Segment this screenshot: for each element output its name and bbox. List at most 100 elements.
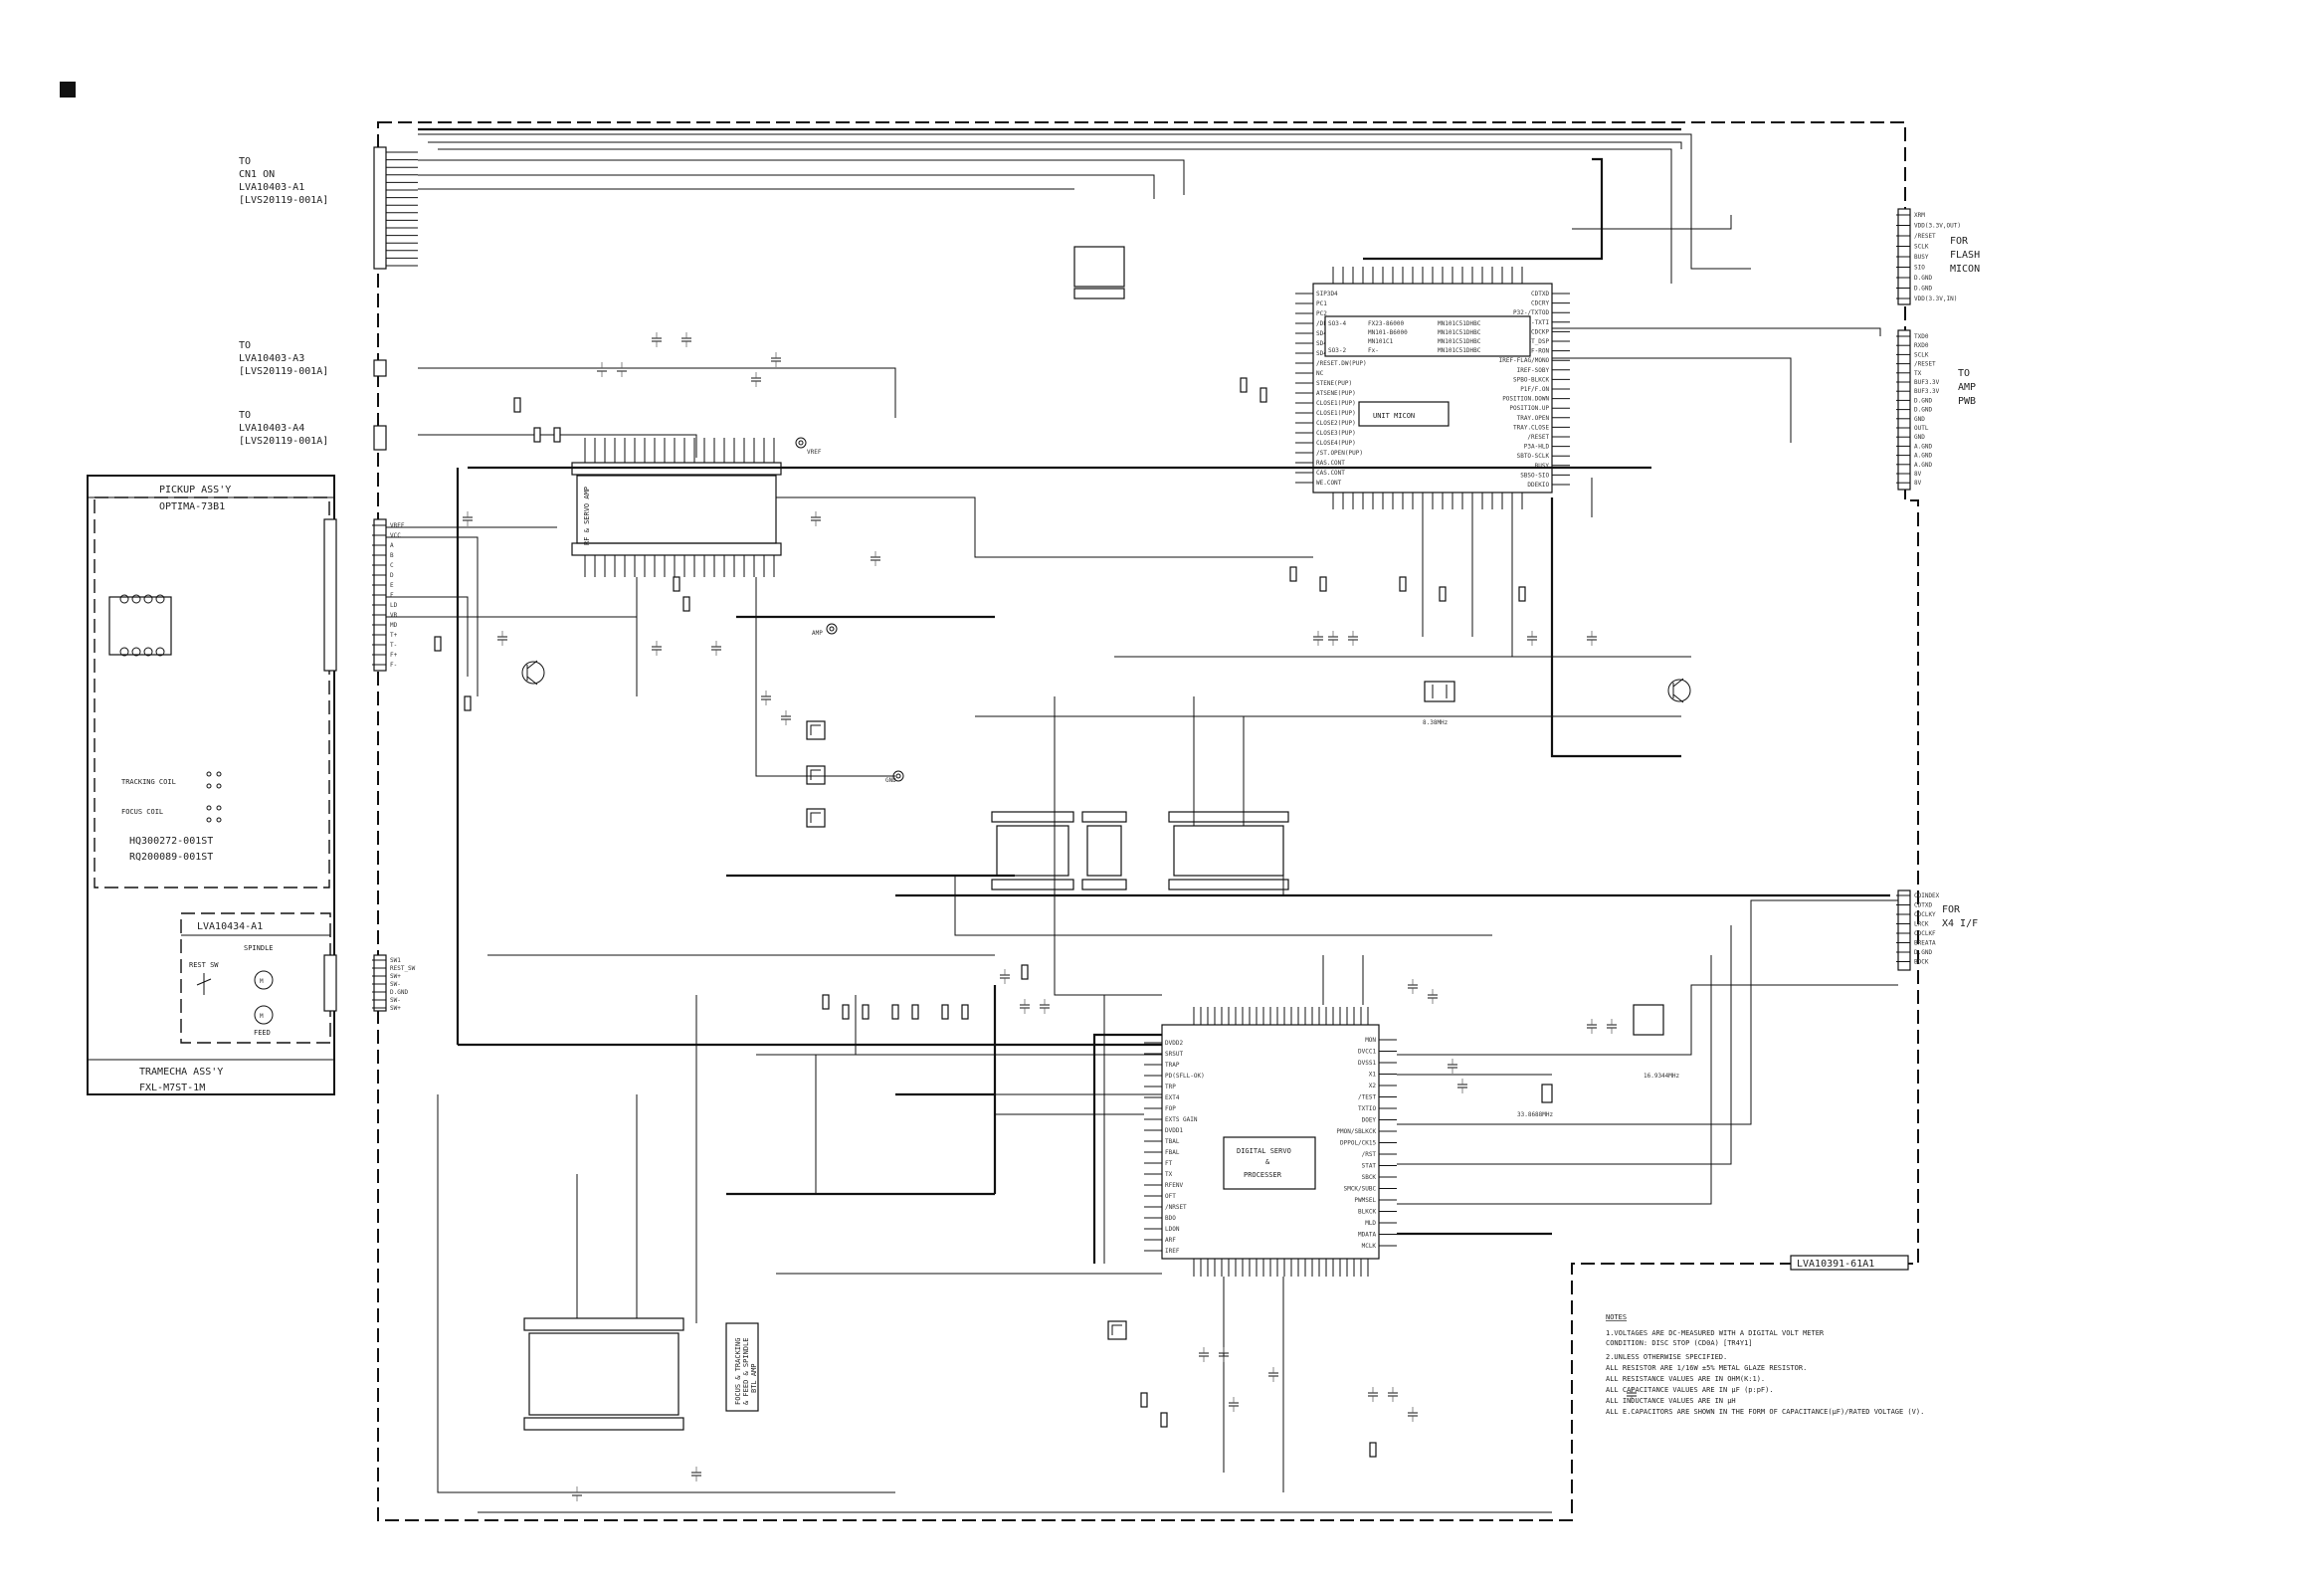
svg-text:1.VOLTAGES ARE DC-MEASURED WIT: 1.VOLTAGES ARE DC-MEASURED WITH A DIGITA… — [1606, 1329, 1825, 1337]
x4-connector-pin: BDCK — [1914, 959, 1929, 966]
pickup-outer-box — [87, 475, 335, 1095]
flash-connector-pin: D.GND — [1914, 275, 1932, 282]
spindle-label: SPINDLE — [244, 944, 274, 952]
x4-connector-pin: BREATA — [1914, 940, 1936, 947]
svg-text:AMP: AMP — [812, 630, 823, 637]
svg-text:GND: GND — [885, 777, 896, 784]
memory-ic-2 — [1081, 811, 1127, 890]
spindle-motor-symbol: M M — [196, 970, 274, 1025]
flash-connector-pin: VDD(3.3V,OUT) — [1914, 223, 1961, 230]
spindle-connector-pin: SW- — [390, 981, 401, 988]
svg-text:TO: TO — [239, 410, 251, 421]
micon-right-pin: CDTXD — [1531, 291, 1549, 297]
testpoint-vref: VREF — [795, 437, 822, 456]
dsp-right-pin: SMCK/SUBC — [1344, 1186, 1377, 1193]
svg-text:FLASH: FLASH — [1950, 250, 1980, 261]
connector-a4 — [373, 425, 387, 451]
svg-text:NOTES: NOTES — [1606, 1313, 1627, 1321]
svg-text:AMP: AMP — [1958, 382, 1976, 393]
crystal-x3: 33.8688MHz — [1517, 1084, 1554, 1118]
pickup-connector-pin: T+ — [390, 632, 398, 639]
spindle-connector-pin: REST_SW — [390, 965, 416, 972]
svg-text:M: M — [260, 1013, 264, 1020]
micon-right-pin: POSITION.DOWN — [1502, 396, 1549, 403]
dsp-left-pin: RFENV — [1165, 1182, 1183, 1189]
svg-text:ALL E.CAPACITORS ARE SHOWN IN: ALL E.CAPACITORS ARE SHOWN IN THE FORM O… — [1606, 1408, 1924, 1416]
micon-left-pin: NC — [1316, 370, 1324, 377]
dsp-right-pin: MCLK — [1362, 1243, 1377, 1250]
micon-right-pin: POSITION.UP — [1509, 405, 1549, 412]
notes-block: NOTES 1.VOLTAGES ARE DC-MEASURED WITH A … — [1606, 1313, 1924, 1416]
micon-left-pin: PC2 — [1316, 310, 1327, 317]
connector-a3 — [373, 359, 387, 377]
amp-connector-pin: TX — [1914, 370, 1922, 377]
amp-connector-pin: D.GND — [1914, 407, 1932, 414]
svg-text:UNIT MICON: UNIT MICON — [1373, 412, 1415, 420]
micon-table-cell: SO3-2 — [1328, 347, 1346, 354]
laser-unit — [108, 594, 172, 657]
flash-connector-pin: SIO — [1914, 265, 1925, 272]
svg-text:2.UNLESS OTHERWISE SPECIFIED.: 2.UNLESS OTHERWISE SPECIFIED. — [1606, 1353, 1727, 1361]
micon-right-pin: P3A-HLD — [1524, 444, 1550, 451]
dsp-right-pin: TXTIO — [1358, 1105, 1376, 1112]
svg-text:CN1 ON: CN1 ON — [239, 169, 275, 180]
dsp-left-pin: TRP — [1165, 1084, 1176, 1090]
svg-text:LVA10403-A1: LVA10403-A1 — [239, 182, 304, 193]
svg-text:M: M — [260, 978, 264, 985]
dsp-right-pin: PMON/SBLKCK — [1336, 1128, 1376, 1135]
connector-flash: XRMVDD(3.3V,OUT)/RESETSCLKBUSYSIOD.GNDD.… — [1896, 208, 1961, 305]
label-to-a3: TO LVA10403-A3 [LVS20119-001A] — [239, 340, 328, 377]
memory-ic-3 — [1168, 811, 1289, 890]
testpoint-gnd: GND — [885, 770, 904, 784]
spindle-connector-pin: D.GND — [390, 989, 408, 996]
dsp-right-pin: DOEY — [1362, 1117, 1377, 1124]
micon-left-pin: PC1 — [1316, 300, 1327, 307]
svg-text:TO: TO — [239, 156, 251, 167]
memory-ic-1 — [991, 811, 1074, 890]
connector-x4: CDINDEXCDTXDCDCLKYLRCKCDCLKFBREATAD.GNDB… — [1896, 889, 1940, 971]
dsp-left-pin: PD(SFLL-OK) — [1165, 1073, 1205, 1080]
dsp-left-pin: SRSUT — [1165, 1051, 1183, 1058]
unit-micon-ic: SIP3D4PC1PC2/DL.MUTESD40SD42SD44/RESET.D… — [1295, 267, 1570, 509]
tramecha-model: FXL-M7ST-1M — [139, 1083, 205, 1093]
dsp-left-pin: FBAL — [1165, 1149, 1180, 1156]
label-for-flash: FOR FLASH MICON — [1950, 236, 1980, 275]
micon-right-pin: IREF-RON — [1520, 348, 1549, 355]
tramecha-label: TRAMECHA ASS'Y — [139, 1067, 223, 1078]
spindle-connector-pin: SW+ — [390, 1005, 401, 1012]
amp-connector-pin: TXD0 — [1914, 333, 1929, 340]
micon-left-pin: SIP3D4 — [1316, 291, 1338, 297]
micon-right-pin: BUSY — [1535, 463, 1550, 470]
pickup-connector-pin: VR — [390, 612, 398, 619]
svg-text:ALL INDUCTANCE VALUES ARE IN μ: ALL INDUCTANCE VALUES ARE IN μH — [1606, 1397, 1736, 1405]
svg-text:ALL RESISTANCE VALUES ARE IN O: ALL RESISTANCE VALUES ARE IN OHM(K:1). — [1606, 1375, 1765, 1383]
passive-components — [434, 332, 1637, 1501]
x4-connector-pin: CDTXD — [1914, 902, 1932, 909]
micon-right-pin: SBTO-SCLK — [1517, 453, 1550, 460]
svg-text:TO: TO — [239, 340, 251, 351]
focus-coil-label: FOCUS COIL — [121, 808, 163, 816]
micon-table-cell: MN101C1 — [1368, 338, 1394, 345]
coil-l3 — [806, 808, 826, 828]
dsp-left-pin: DVDD2 — [1165, 1040, 1183, 1047]
pickup-connector-pin: VCC — [390, 532, 401, 539]
micon-left-pin: STENE(PUP) — [1316, 380, 1352, 387]
x4-connector-pin: CDCLKF — [1914, 930, 1936, 937]
spindle-connector-pin: SW1 — [390, 957, 401, 964]
svg-text:FOR: FOR — [1950, 236, 1969, 247]
svg-text:PROCESSER: PROCESSER — [1244, 1171, 1282, 1179]
svg-text:VREF: VREF — [807, 449, 822, 456]
svg-text:ALL RESISTOR ARE 1/16W ±5% MET: ALL RESISTOR ARE 1/16W ±5% METAL GLAZE R… — [1606, 1364, 1807, 1372]
label-to-cn1: TO CN1 ON LVA10403-A1 [LVS20119-001A] — [239, 156, 328, 206]
dsp-left-pin: ARF — [1165, 1237, 1176, 1244]
pickup-connector-pin: B — [390, 552, 394, 559]
rf-servo-amp-ic: RF & SERVO AMP — [571, 438, 782, 577]
dsp-left-pin: OFT — [1165, 1193, 1176, 1200]
spindle-connector-pin: SW+ — [390, 973, 401, 980]
svg-text:8.38MHz: 8.38MHz — [1423, 719, 1449, 726]
micon-right-pin: CDCRY — [1531, 300, 1549, 307]
micon-right-pin: P31-TXTI — [1520, 319, 1549, 326]
amp-connector-pin: 8V — [1914, 471, 1922, 478]
micon-table-cell: Fx- — [1368, 347, 1379, 354]
